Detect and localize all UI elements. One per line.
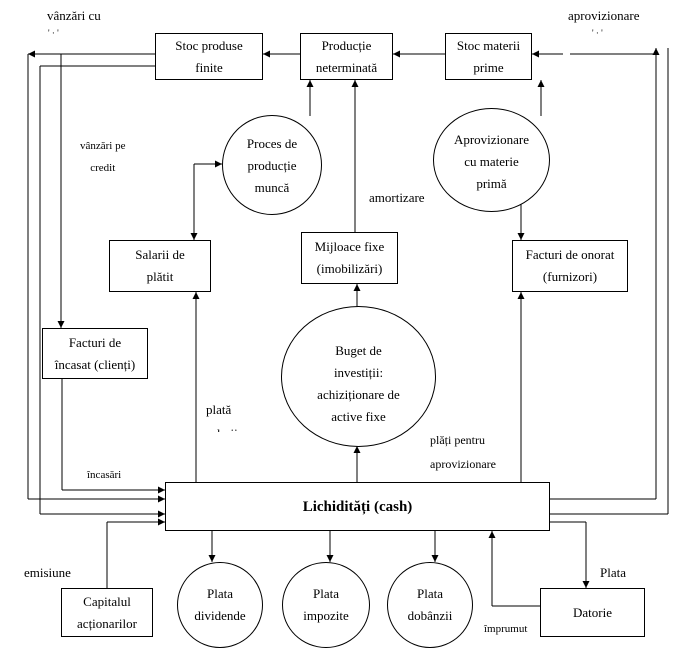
vanzari-cu-label: vânzări cu [47, 8, 101, 23]
mijloace-fixe-box: Mijloace fixe (imobilizări) [301, 232, 398, 284]
plata-dobanzii-circle: Plata dobânzii [387, 562, 473, 648]
emisiune-label: emisiune [24, 565, 71, 580]
plata-salarii-label: plată salarii [206, 402, 238, 432]
plata-label: Plata [600, 565, 626, 580]
aprovizionare-text: Aprovizionare cu materie primă [453, 132, 530, 191]
facturi-incasat-box: Facturi de încasat (clienți) [42, 328, 148, 379]
facturi-onorat-box: Facturi de onorat (furnizori) [512, 240, 628, 292]
aprovizionare-top-label: aprovizionare [568, 8, 640, 23]
plata-dividende-circle: Plata dividende [177, 562, 263, 648]
proces-productie-circle: Proces de producție muncă [222, 115, 322, 215]
datorie-box: Datorie [540, 588, 645, 637]
buget-investitii-text: Buget de investiții: achiziționare de ac… [317, 342, 400, 424]
amortizare-label: amortizare [369, 190, 425, 205]
incasari-label: încasări [87, 469, 122, 481]
buget-investitii-circle: Buget de investiții: achiziționare de ac… [281, 306, 436, 447]
productie-neterminata-box: Producție neterminată [300, 33, 393, 80]
stoc-produse-finite-box: Stoc produse finite [155, 33, 263, 80]
plati-aprovizionare-label: plăți pentru aprovizionare [430, 433, 496, 471]
vanzari-cu-sub-label: ' · ' [48, 28, 59, 38]
capitalul-actionarilor-box: Capitalul acționarilor [61, 588, 153, 637]
aprovizionare-top-sub-label: ' · ' [592, 28, 603, 38]
imprumut-label: împrumut [484, 623, 528, 635]
lichiditati-box: Lichidități (cash) [165, 482, 550, 531]
plata-impozite-circle: Plata impozite [282, 562, 370, 648]
vanzari-pe-credit-label: vânzări pe credit [80, 140, 126, 174]
salarii-box: Salarii de plătit [109, 240, 211, 292]
stoc-materii-prime-box: Stoc materii prime [445, 33, 532, 80]
proces-productie-text: Proces de producție muncă [246, 136, 298, 195]
aprovizionare-circle: Aprovizionare cu materie primă [433, 108, 550, 212]
